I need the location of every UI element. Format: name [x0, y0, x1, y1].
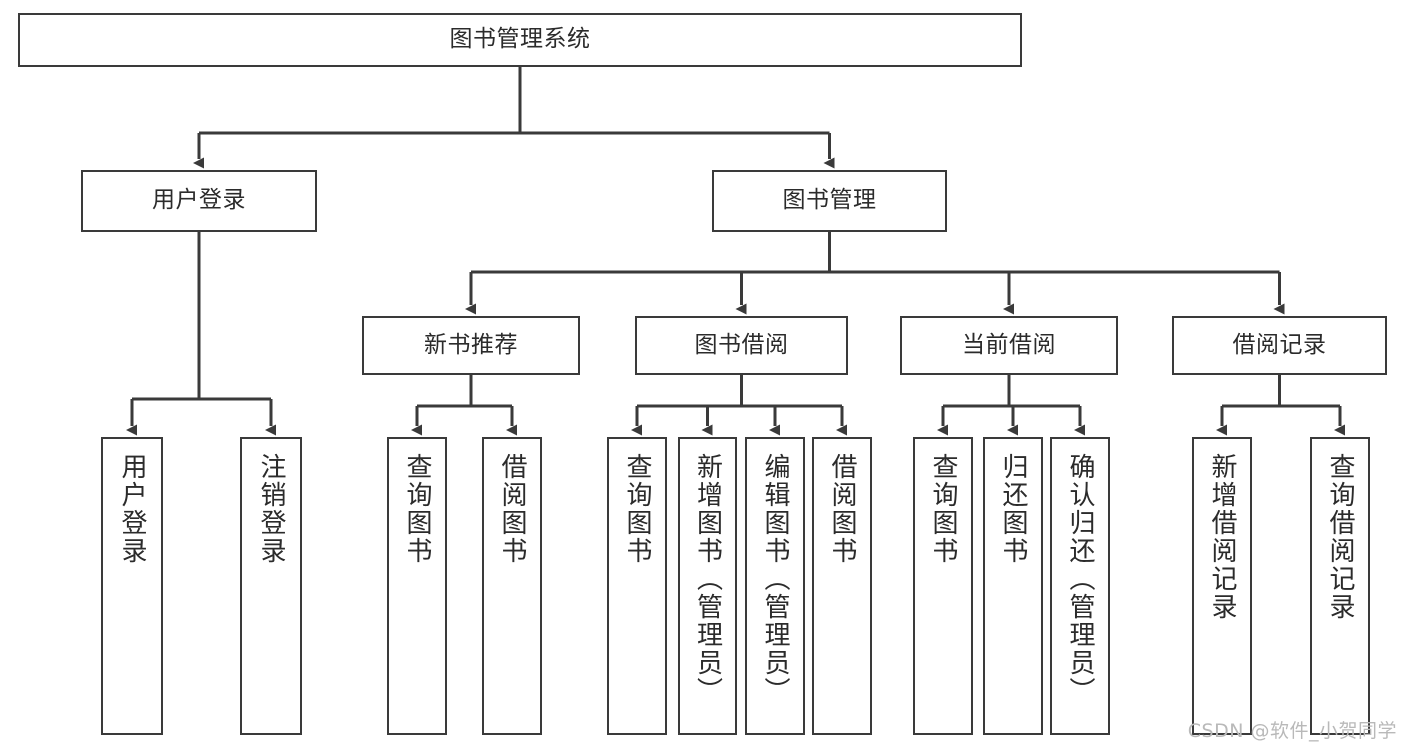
- node-leaf-b-query[interactable]: 查询图书: [607, 437, 667, 735]
- node-current[interactable]: 当前借阅: [900, 316, 1118, 375]
- node-label: 查询借阅记录: [1325, 453, 1356, 621]
- node-leaf-c-query[interactable]: 查询图书: [913, 437, 973, 735]
- node-label: 编辑图书（管理员）: [760, 453, 791, 705]
- node-bookmgmt[interactable]: 图书管理: [712, 170, 947, 232]
- node-newbook[interactable]: 新书推荐: [362, 316, 580, 375]
- node-label: 借阅记录: [1232, 331, 1327, 358]
- node-label: 新增借阅记录: [1207, 453, 1238, 621]
- node-label: 查询图书: [622, 453, 653, 565]
- node-label: 注销登录: [256, 453, 287, 565]
- node-leaf-user-login[interactable]: 用户登录: [101, 437, 163, 735]
- node-label: 查询图书: [928, 453, 959, 565]
- node-label: 图书管理: [782, 187, 877, 214]
- node-leaf-b-borrow[interactable]: 借阅图书: [812, 437, 872, 735]
- node-label: 新书推荐: [424, 331, 518, 358]
- node-label: 图书借阅: [694, 331, 789, 358]
- node-leaf-user-logout[interactable]: 注销登录: [240, 437, 302, 735]
- node-label: 借阅图书: [827, 453, 858, 565]
- node-label: 当前借阅: [962, 331, 1056, 358]
- node-label: 用户登录: [117, 453, 148, 565]
- node-label: 查询图书: [402, 453, 433, 565]
- node-leaf-c-confirm[interactable]: 确认归还（管理员）: [1050, 437, 1110, 735]
- node-label: 新增图书（管理员）: [692, 453, 723, 705]
- node-label: 确认归还（管理员）: [1065, 453, 1096, 705]
- node-leaf-c-return[interactable]: 归还图书: [983, 437, 1043, 735]
- node-leaf-r-add[interactable]: 新增借阅记录: [1192, 437, 1252, 735]
- node-label: 用户登录: [152, 187, 246, 214]
- node-label: 归还图书: [998, 453, 1029, 565]
- watermark: CSDN @软件_小贺同学: [1187, 720, 1397, 742]
- node-leaf-r-query[interactable]: 查询借阅记录: [1310, 437, 1370, 735]
- node-leaf-b-add[interactable]: 新增图书（管理员）: [678, 437, 737, 735]
- node-records[interactable]: 借阅记录: [1172, 316, 1387, 375]
- node-leaf-b-edit[interactable]: 编辑图书（管理员）: [745, 437, 805, 735]
- node-login[interactable]: 用户登录: [81, 170, 317, 232]
- node-label: 图书管理系统: [449, 26, 591, 53]
- node-root[interactable]: 图书管理系统: [18, 13, 1022, 67]
- node-label: 借阅图书: [497, 453, 528, 565]
- node-leaf-new-borrow[interactable]: 借阅图书: [482, 437, 542, 735]
- node-borrow[interactable]: 图书借阅: [635, 316, 848, 375]
- node-leaf-new-query[interactable]: 查询图书: [387, 437, 447, 735]
